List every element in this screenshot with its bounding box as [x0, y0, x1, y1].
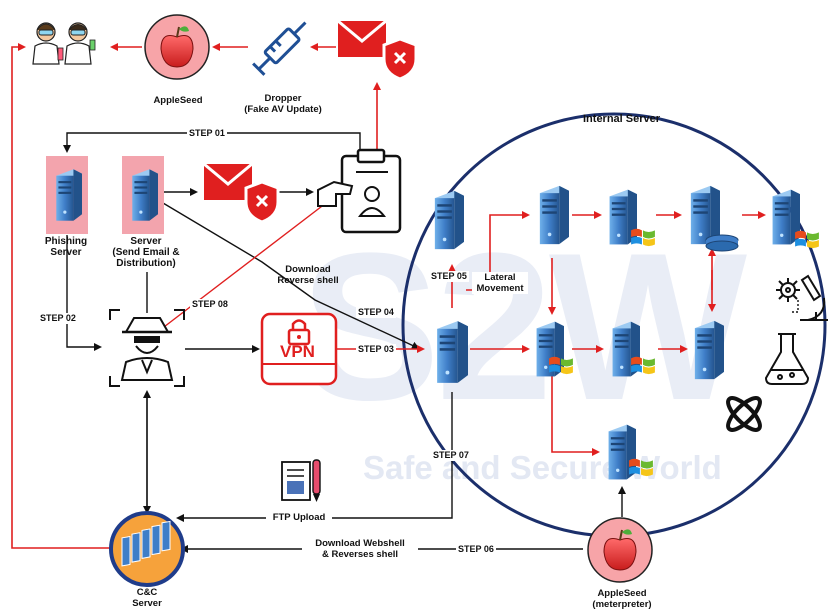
server-icon	[437, 321, 468, 383]
dropper-sub-label: (Fake AV Update)	[244, 104, 322, 115]
vpn-lock-icon	[260, 312, 338, 386]
step-07-label: STEP 07	[431, 450, 471, 461]
phishing-server-label: Phishing	[44, 236, 88, 247]
email-server-label-2: (Send Email &	[112, 247, 180, 258]
flask-icon	[764, 333, 810, 385]
database-icon	[705, 234, 739, 252]
mail-shield-icon	[203, 162, 280, 224]
appleseed-top-label: AppleSeed	[153, 95, 203, 106]
lateral-movement-label-2: Movement	[472, 283, 528, 294]
researchers-icon	[32, 22, 96, 65]
server-icon	[539, 185, 569, 245]
step-08-label: STEP 08	[190, 299, 230, 310]
microscope-icon	[800, 274, 828, 321]
step-01-label: STEP 01	[187, 128, 227, 139]
download-webshell-label: Download Webshell	[302, 538, 418, 549]
ftp-upload-label: FTP Upload	[266, 512, 332, 523]
cc-server-label-2: Server	[132, 598, 162, 609]
step-04-label: STEP 04	[356, 307, 396, 318]
hacker-icon	[109, 309, 185, 387]
email-server-icon	[122, 156, 164, 234]
lateral-movement-label: Lateral	[472, 272, 528, 283]
windows-icon	[631, 228, 655, 247]
server-icon	[694, 320, 724, 380]
download-webshell-label-2: & Reverses shell	[302, 549, 418, 560]
email-server-label: Server	[130, 236, 162, 247]
cc-server-label: C&C	[136, 587, 158, 598]
watermark-tagline: Safe and Secure World	[363, 449, 722, 486]
step-03-label: STEP 03	[356, 344, 396, 355]
apple-meterpreter-icon	[587, 517, 653, 583]
email-server-label-3: Distribution)	[116, 258, 176, 269]
step-06-label: STEP 06	[456, 544, 496, 555]
cc-server-icon	[109, 511, 185, 587]
document-icon	[281, 459, 321, 502]
vpn-label: VPN	[280, 342, 315, 361]
step-05-label: STEP 05	[429, 271, 469, 282]
mail-shield-icon	[337, 19, 418, 81]
download-reverse-shell-label: Download	[285, 264, 331, 275]
syringe-icon	[252, 21, 307, 76]
server-icon	[434, 190, 464, 250]
step-02-label: STEP 02	[38, 313, 78, 324]
watermark-brand: S2W	[300, 209, 747, 444]
dropper-label: Dropper	[264, 93, 302, 104]
appleseed-bottom-label-2: (meterpreter)	[592, 599, 652, 610]
appleseed-bottom-label: AppleSeed	[597, 588, 647, 599]
atom-icon	[726, 396, 762, 432]
phishing-server-label-2: Server	[50, 247, 82, 258]
download-reverse-shell-label-2: Reverse shell	[277, 275, 339, 286]
phishing-server-icon	[46, 156, 88, 234]
windows-icon	[629, 458, 653, 477]
clipboard-id-icon	[317, 148, 402, 234]
virus-icon	[776, 278, 800, 302]
windows-icon	[631, 356, 655, 375]
internal-server-title: Internal Server	[583, 113, 661, 125]
apple-icon	[144, 14, 210, 80]
